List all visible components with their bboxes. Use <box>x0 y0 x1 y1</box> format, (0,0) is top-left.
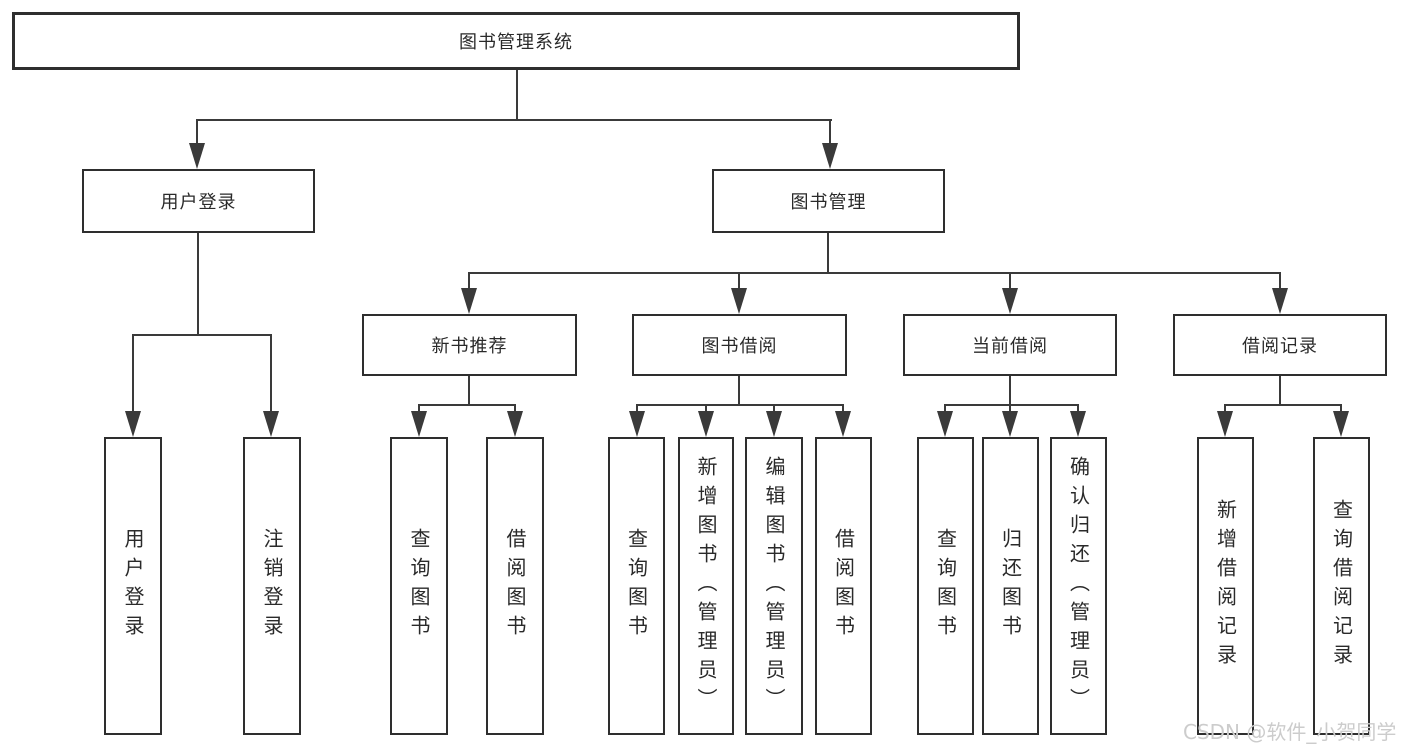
arrow-newbook-leaf-2 <box>507 411 523 437</box>
node-new-book-recommend: 新书推荐 <box>362 314 577 376</box>
leaf-current-return-book: 归还图书 <box>982 437 1039 735</box>
node-new-book-recommend-label: 新书推荐 <box>431 336 508 357</box>
leaf-records-query-record-label: 查询借阅记录 <box>1329 499 1354 673</box>
connector-newbook-drop-2 <box>514 404 516 414</box>
arrow-to-new-book-recommend <box>461 288 477 314</box>
leaf-current-confirm-return-admin-label: 确认归还（管理员） <box>1066 455 1091 717</box>
arrow-to-book-management <box>822 143 838 169</box>
connector-bookborrow-bar <box>636 404 844 406</box>
connector-userlogin-drop-1 <box>132 334 134 414</box>
arrow-records-leaf-1 <box>1217 411 1233 437</box>
leaf-current-query-book-label: 查询图书 <box>933 528 958 644</box>
connector-bookmgmt-stem <box>827 233 829 273</box>
connector-currentborrow-stem <box>1009 376 1011 406</box>
connector-currentborrow-drop-2 <box>1009 404 1011 414</box>
connector-bookborrow-drop-3 <box>773 404 775 414</box>
arrow-newbook-leaf-1 <box>411 411 427 437</box>
arrow-currentborrow-leaf-1 <box>937 411 953 437</box>
leaf-borrow-edit-book-admin: 编辑图书（管理员） <box>745 437 803 735</box>
connector-bookmgmt-drop-4 <box>1279 272 1281 292</box>
leaf-user-login-label: 用户登录 <box>121 528 145 644</box>
connector-bookmgmt-drop-1 <box>468 272 470 292</box>
leaf-records-add-record-label: 新增借阅记录 <box>1213 499 1238 673</box>
leaf-borrow-query-book-label: 查询图书 <box>624 528 649 644</box>
arrow-currentborrow-leaf-3 <box>1070 411 1086 437</box>
leaf-borrow-query-book: 查询图书 <box>608 437 665 735</box>
arrow-to-current-borrow <box>1002 288 1018 314</box>
arrow-to-borrow-records <box>1272 288 1288 314</box>
leaf-borrow-add-book-admin: 新增图书（管理员） <box>678 437 734 735</box>
leaf-newbook-query-book: 查询图书 <box>390 437 448 735</box>
connector-currentborrow-drop-1 <box>944 404 946 414</box>
node-book-borrow-label: 图书借阅 <box>701 336 778 357</box>
arrow-to-book-borrow <box>731 288 747 314</box>
leaf-logout-label: 注销登录 <box>260 528 284 644</box>
connector-newbook-drop-1 <box>418 404 420 414</box>
connector-records-stem <box>1279 376 1281 406</box>
node-borrow-records-label: 借阅记录 <box>1242 336 1318 357</box>
connector-records-drop-2 <box>1340 404 1342 414</box>
connector-userlogin-drop-2 <box>270 334 272 414</box>
connector-newbook-stem <box>468 376 470 406</box>
connector-bookmgmt-bar <box>468 272 1281 274</box>
connector-bookmgmt-drop-3 <box>1009 272 1011 292</box>
arrow-to-user-login <box>189 143 205 169</box>
arrow-to-leaf-user-login <box>125 411 141 437</box>
node-borrow-records: 借阅记录 <box>1173 314 1387 376</box>
node-current-borrow-label: 当前借阅 <box>972 336 1048 357</box>
connector-bookborrow-drop-4 <box>842 404 844 414</box>
node-book-management-label: 图书管理 <box>790 192 867 213</box>
connector-root-drop-right <box>829 119 831 146</box>
leaf-newbook-borrow-book-label: 借阅图书 <box>503 528 527 644</box>
connector-currentborrow-bar <box>944 404 1079 406</box>
node-book-borrow: 图书借阅 <box>632 314 847 376</box>
arrow-bookborrow-leaf-2 <box>698 411 714 437</box>
node-current-borrow: 当前借阅 <box>903 314 1117 376</box>
connector-currentborrow-drop-3 <box>1077 404 1079 414</box>
connector-root-stem <box>516 70 518 120</box>
leaf-borrow-borrow-book: 借阅图书 <box>815 437 872 735</box>
csdn-watermark: CSDN @软件_小贺同学 <box>1183 720 1397 744</box>
node-user-login: 用户登录 <box>82 169 315 233</box>
arrow-bookborrow-leaf-1 <box>629 411 645 437</box>
connector-bookborrow-stem <box>738 376 740 406</box>
leaf-records-query-record: 查询借阅记录 <box>1313 437 1370 735</box>
leaf-current-query-book: 查询图书 <box>917 437 974 735</box>
connector-root-drop-left <box>196 119 198 146</box>
leaf-borrow-borrow-book-label: 借阅图书 <box>831 528 856 644</box>
connector-bookborrow-drop-2 <box>705 404 707 414</box>
leaf-current-return-book-label: 归还图书 <box>998 528 1023 644</box>
connector-newbook-bar <box>418 404 516 406</box>
connector-records-bar <box>1224 404 1342 406</box>
connector-userlogin-bar <box>132 334 272 336</box>
arrow-bookborrow-leaf-3 <box>766 411 782 437</box>
node-library-system-label: 图书管理系统 <box>459 32 573 53</box>
leaf-current-confirm-return-admin: 确认归还（管理员） <box>1050 437 1107 735</box>
connector-records-drop-1 <box>1224 404 1226 414</box>
connector-bookborrow-drop-1 <box>636 404 638 414</box>
connector-bookmgmt-drop-2 <box>738 272 740 292</box>
node-library-system: 图书管理系统 <box>12 12 1020 70</box>
arrow-currentborrow-leaf-2 <box>1002 411 1018 437</box>
connector-root-bar <box>196 119 832 121</box>
arrow-records-leaf-2 <box>1333 411 1349 437</box>
leaf-newbook-query-book-label: 查询图书 <box>407 528 431 644</box>
leaf-borrow-edit-book-admin-label: 编辑图书（管理员） <box>762 455 786 717</box>
connector-userlogin-stem <box>197 233 199 336</box>
arrow-to-leaf-logout <box>263 411 279 437</box>
node-user-login-label: 用户登录 <box>160 192 237 213</box>
leaf-borrow-add-book-admin-label: 新增图书（管理员） <box>694 455 718 717</box>
leaf-user-login: 用户登录 <box>104 437 162 735</box>
leaf-records-add-record: 新增借阅记录 <box>1197 437 1254 735</box>
node-book-management: 图书管理 <box>712 169 945 233</box>
leaf-logout: 注销登录 <box>243 437 301 735</box>
arrow-bookborrow-leaf-4 <box>835 411 851 437</box>
leaf-newbook-borrow-book: 借阅图书 <box>486 437 544 735</box>
